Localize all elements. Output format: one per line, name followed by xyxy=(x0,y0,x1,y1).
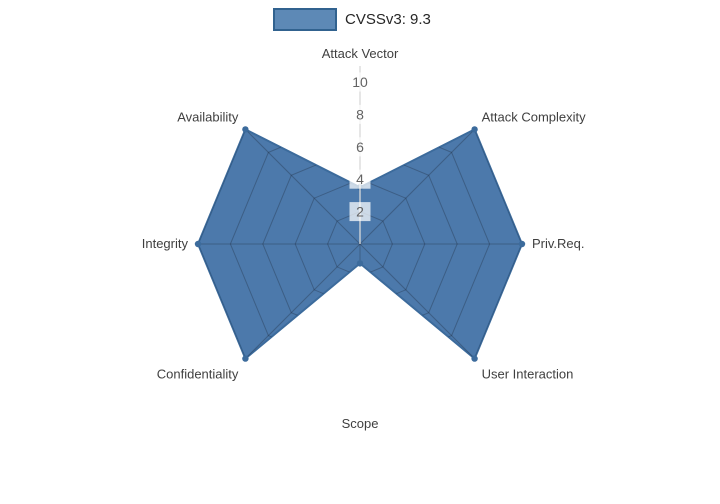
radial-tick-label: 10 xyxy=(352,74,368,90)
grid-spoke xyxy=(245,129,361,245)
grid-spoke xyxy=(359,129,475,245)
radial-tick-label: 6 xyxy=(356,139,364,155)
series-marker xyxy=(471,126,478,133)
category-label-integrity: Integrity xyxy=(142,236,189,251)
category-label-confidentiality: Confidentiality xyxy=(157,367,239,382)
legend-label: CVSSv3: 9.3 xyxy=(345,11,431,28)
category-label-scope: Scope xyxy=(342,416,379,431)
series-marker xyxy=(356,260,364,267)
radial-tick-box xyxy=(349,104,371,124)
category-label-priv-req: Priv.Req. xyxy=(532,236,585,251)
grid-spoke xyxy=(245,243,361,359)
series-marker xyxy=(194,240,202,248)
category-label-attack-complexity: Attack Complexity xyxy=(482,109,587,124)
category-label-availability: Availability xyxy=(177,109,239,124)
grid-ring xyxy=(229,129,491,359)
grid-spoke xyxy=(359,243,475,359)
radial-tick-label: 2 xyxy=(356,204,364,220)
radial-tick-label: 8 xyxy=(356,106,364,122)
series-marker xyxy=(242,126,249,133)
radial-tick-box xyxy=(349,202,371,222)
series-marker xyxy=(471,355,478,362)
series-marker xyxy=(518,240,526,248)
radial-tick-label: 4 xyxy=(356,171,364,187)
series-marker xyxy=(242,355,249,362)
radial-tick-box xyxy=(349,169,371,189)
category-label-attack-vector: Attack Vector xyxy=(322,46,399,61)
radial-tick-box xyxy=(349,137,371,157)
category-label-user-interaction: User Interaction xyxy=(482,367,574,382)
legend[interactable]: CVSSv3: 9.3 xyxy=(273,8,431,31)
legend-swatch xyxy=(273,8,337,31)
radial-tick-box xyxy=(345,72,375,92)
